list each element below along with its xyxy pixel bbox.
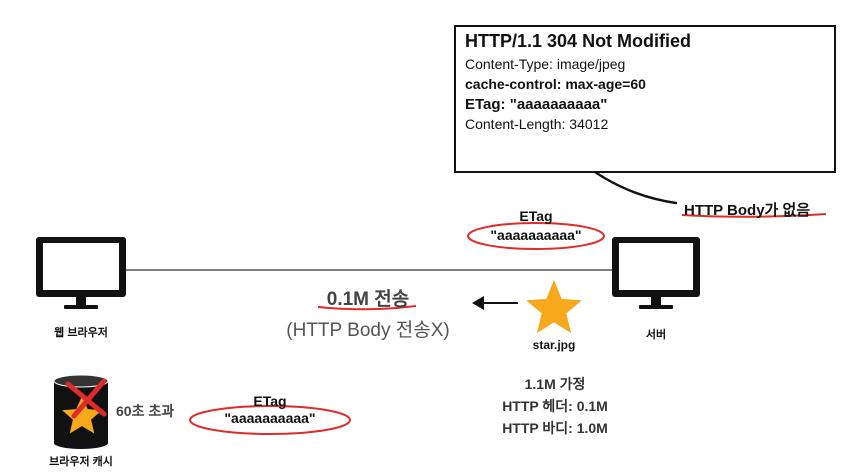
transfer-size-label: 0.1M 전송 [326, 289, 410, 310]
http-response-box: HTTP/1.1 304 Not Modified Content-Type: … [454, 25, 836, 173]
response-status: 304 Not Modified [547, 31, 692, 51]
cache-etag-label: ETag [253, 393, 287, 409]
callout-underline [681, 213, 827, 218]
size-assumptions: 1.1M 가정 HTTP 헤더: 0.1M HTTP 바디: 1.0M [470, 373, 640, 439]
server-monitor-icon [612, 237, 700, 309]
response-protocol: HTTP/1.1 [465, 31, 548, 51]
cache-expired-label: 60초 초과 [116, 403, 175, 419]
cache-etag-value: "aaaaaaaaaa" [224, 410, 316, 426]
size-total: 1.1M 가정 [524, 376, 586, 392]
transfer-underline [317, 305, 417, 311]
header-cache-control: cache-control: max-age=60 [465, 76, 646, 92]
server-etag-ellipse [467, 222, 605, 250]
response-status-line: HTTP/1.1 304 Not Modified [465, 31, 691, 52]
transfer-note: (HTTP Body 전송X) [286, 320, 450, 341]
header-content-length: Content-Length: 34012 [465, 116, 609, 132]
browser-label: 웹 브라우저 [54, 327, 108, 339]
browser-monitor-icon [36, 237, 126, 309]
expired-cross-icon [65, 378, 107, 419]
size-body: HTTP 바디: 1.0M [502, 420, 608, 436]
callout-text: HTTP Body가 없음 [684, 202, 811, 219]
cache-etag-ellipse [189, 405, 351, 435]
star-icon [526, 280, 582, 334]
server-label: 서버 [645, 329, 667, 341]
star-label: star.jpg [532, 338, 576, 352]
left-arrow-icon [472, 296, 518, 310]
cache-label: 브라우저 캐시 [49, 456, 113, 468]
header-content-type: Content-Type: image/jpeg [465, 56, 626, 72]
header-etag: ETag: "aaaaaaaaaa" [465, 96, 608, 113]
server-etag-label: ETag [519, 208, 553, 224]
size-header: HTTP 헤더: 0.1M [502, 398, 608, 414]
server-etag-value: "aaaaaaaaaa" [490, 227, 582, 243]
